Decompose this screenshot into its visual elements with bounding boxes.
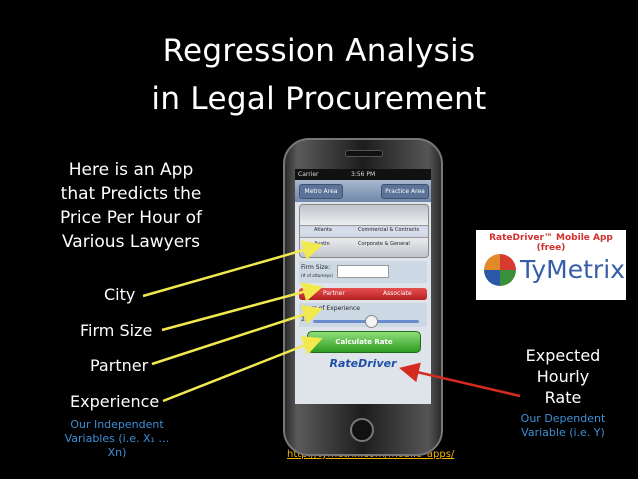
firm-size-label: Firm Size: bbox=[301, 264, 331, 271]
logo-title: RateDriver™ Mobile App (free) bbox=[489, 233, 613, 253]
title-line-1: Regression Analysis bbox=[162, 33, 476, 69]
firm-size-sub: (# of attorneys) bbox=[301, 273, 333, 278]
status-bar: Carrier 3:56 PM bbox=[295, 169, 431, 180]
segment-partner[interactable]: Partner bbox=[323, 290, 345, 297]
segment-associate[interactable]: Associate bbox=[383, 290, 412, 297]
slider-knob[interactable] bbox=[365, 315, 378, 328]
picker-selection-bar bbox=[300, 225, 428, 238]
expected-rate-label: Expected Hourly Rate bbox=[525, 346, 601, 407]
status-carrier: Carrier bbox=[298, 171, 319, 178]
nav-bar: Metro Area Practice Area bbox=[295, 180, 431, 202]
arrow-expected-rate bbox=[399, 362, 521, 398]
label-experience: Experience bbox=[70, 392, 160, 411]
dependent-variable-note: Our Dependent Variable (i.e. Y) bbox=[520, 412, 606, 439]
partner-associate-toggle[interactable]: Partner Associate bbox=[299, 288, 427, 300]
arrow-experience bbox=[162, 336, 323, 403]
ratedriver-brand: RateDriver bbox=[329, 357, 397, 370]
years-label: Years of Experience bbox=[301, 305, 360, 312]
intro-text: Here is an App that Predicts the Price P… bbox=[59, 160, 203, 252]
metro-area-button[interactable]: Metro Area bbox=[299, 184, 343, 199]
globe-icon bbox=[484, 254, 516, 286]
arrow-firm-size bbox=[161, 282, 323, 332]
label-partner: Partner bbox=[90, 356, 149, 375]
arrow-city bbox=[142, 240, 323, 298]
independent-variables-note: Our Independent Variables (i.e. X₁ … Xn) bbox=[64, 418, 170, 459]
picker-practice-1: Commercial & Contracts bbox=[358, 227, 420, 233]
logo-name: TyMetrix bbox=[520, 255, 625, 284]
firm-size-input[interactable] bbox=[337, 265, 389, 278]
tymetrix-logo-card: RateDriver™ Mobile App (free) TyMetrix bbox=[476, 230, 626, 300]
label-city: City bbox=[104, 285, 136, 304]
speaker-grille bbox=[345, 150, 383, 157]
status-time: 3:56 PM bbox=[351, 171, 376, 178]
home-button[interactable] bbox=[350, 418, 374, 442]
label-firm-size: Firm Size bbox=[80, 321, 153, 340]
picker-practice-2: Corporate & General bbox=[358, 241, 410, 247]
picker-city-1: Atlanta bbox=[314, 227, 332, 233]
arrow-partner bbox=[151, 305, 323, 366]
title-line-2: in Legal Procurement bbox=[151, 81, 487, 117]
practice-area-button[interactable]: Practice Area bbox=[381, 184, 429, 199]
